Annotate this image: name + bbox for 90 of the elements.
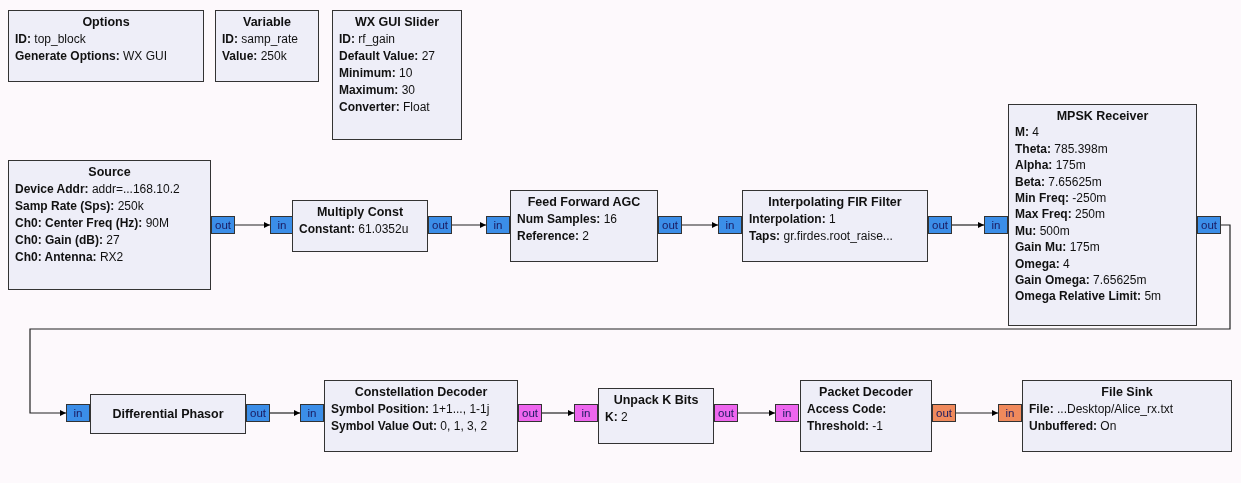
parameter-text: Theta: 785.398m	[1015, 140, 1109, 158]
port-tab: out	[928, 216, 952, 234]
port-tab: in	[300, 404, 324, 422]
parameter-text: Constant: 61.0352u	[299, 221, 410, 238]
port-tab: in	[984, 216, 1008, 234]
port-tab: in	[775, 404, 799, 422]
parameter-text: Num Samples: 16	[517, 211, 619, 228]
port-tab: in	[718, 216, 742, 234]
block-box	[800, 380, 932, 452]
port-tab: out	[932, 404, 956, 422]
parameter-text: Value: 250k	[222, 48, 288, 65]
port-tab: in	[998, 404, 1022, 422]
parameter-text: Device Addr: addr=...168.10.2	[15, 181, 181, 198]
parameter-text: Alpha: 175m	[1015, 157, 1087, 174]
block-box	[332, 10, 462, 140]
arrow	[234, 222, 271, 228]
port-tab: in	[66, 404, 90, 422]
parameter-text: K: 2	[605, 409, 629, 426]
arrow	[681, 222, 719, 228]
block-box	[292, 200, 428, 252]
block-box	[598, 388, 714, 444]
parameter-text: Unbuffered: On	[1029, 418, 1118, 435]
parameter-text: Maximum: 30	[339, 82, 417, 99]
port-tab: out	[658, 216, 682, 234]
block-title: Packet Decoder	[818, 384, 914, 401]
parameter-text: Min Freq: -250m	[1015, 190, 1108, 207]
parameter-text: ID: rf_gain	[339, 31, 397, 48]
parameter-text: Symbol Position: 1+1..., 1-1j	[331, 401, 491, 418]
parameter-text: Mu: 500m	[1015, 222, 1071, 240]
block-title: Source	[87, 164, 132, 181]
port-tab: out	[211, 216, 235, 234]
block-box	[510, 190, 658, 262]
port-tab: in	[270, 216, 294, 234]
parameter-text: Beta: 7.65625m	[1015, 173, 1103, 191]
block-box	[215, 10, 319, 82]
arrow	[737, 410, 776, 416]
parameter-text: ID: samp_rate	[222, 31, 300, 48]
parameter-text: Omega Relative Limit: 5m	[1015, 288, 1163, 305]
parameter-text: Ch0: Antenna: RX2	[15, 249, 125, 266]
parameter-text: Symbol Value Out: 0, 1, 3, 2	[331, 418, 489, 435]
port-tab: in	[574, 404, 598, 422]
block-title: Differential Phasor	[112, 405, 224, 423]
arrow	[451, 222, 487, 228]
parameter-text: Taps: gr.firdes.root_raise...	[749, 228, 894, 245]
port-tab: in	[486, 216, 510, 234]
parameter-text: Gain Omega: 7.65625m	[1015, 272, 1148, 289]
arrow	[541, 410, 575, 416]
block-title: MPSK Receiver	[1055, 108, 1150, 125]
port-tab: out	[428, 216, 452, 234]
parameter-text: Interpolation: 1	[749, 211, 837, 228]
block-title: Unpack K Bits	[612, 392, 700, 409]
arrow	[269, 410, 301, 416]
block-title: Variable	[242, 14, 292, 31]
block-title: Options	[81, 14, 131, 31]
block-box	[8, 10, 204, 82]
block-title: Feed Forward AGC	[526, 194, 642, 211]
block-box	[324, 380, 518, 452]
block-box	[8, 160, 211, 290]
parameter-text: Reference: 2	[517, 228, 591, 245]
block-title: Multiply Const	[315, 204, 405, 221]
parameter-text: Minimum: 10	[339, 65, 414, 82]
parameter-text: Ch0: Center Freq (Hz): 90M	[15, 215, 171, 232]
parameter-text: Access Code:	[807, 401, 888, 418]
port-tab: out	[518, 404, 542, 422]
parameter-text: Generate Options: WX GUI	[15, 48, 169, 65]
parameter-text: Default Value: 27	[339, 48, 437, 65]
parameter-text: M: 4	[1015, 124, 1040, 141]
block-title: File Sink	[1100, 384, 1154, 401]
block-title: Interpolating FIR Filter	[767, 194, 903, 211]
parameter-text: ID: top_block	[15, 31, 87, 48]
block-title: WX GUI Slider	[353, 14, 440, 31]
parameter-text: Samp Rate (Sps): 250k	[15, 198, 145, 215]
arrow	[29, 224, 1231, 416]
parameter-text: Ch0: Gain (dB): 27	[15, 232, 121, 249]
block-box	[1008, 104, 1197, 326]
arrow	[955, 410, 999, 416]
parameter-text: Threshold: -1	[807, 418, 884, 435]
port-tab: out	[1197, 216, 1221, 234]
port-tab: out	[246, 404, 270, 422]
port-tab: out	[714, 404, 738, 422]
block-title: Constellation Decoder	[353, 384, 489, 401]
block-box	[1022, 380, 1232, 452]
parameter-text: Max Freq: 250m	[1015, 206, 1107, 223]
block-box	[90, 394, 246, 434]
parameter-text: Converter: Float	[339, 99, 431, 116]
arrow	[951, 222, 985, 228]
block-box	[742, 190, 928, 262]
parameter-text: Omega: 4	[1015, 255, 1071, 273]
parameter-text: Gain Mu: 175m	[1015, 239, 1101, 256]
parameter-text: File: ...Desktop/Alice_rx.txt	[1029, 401, 1175, 418]
